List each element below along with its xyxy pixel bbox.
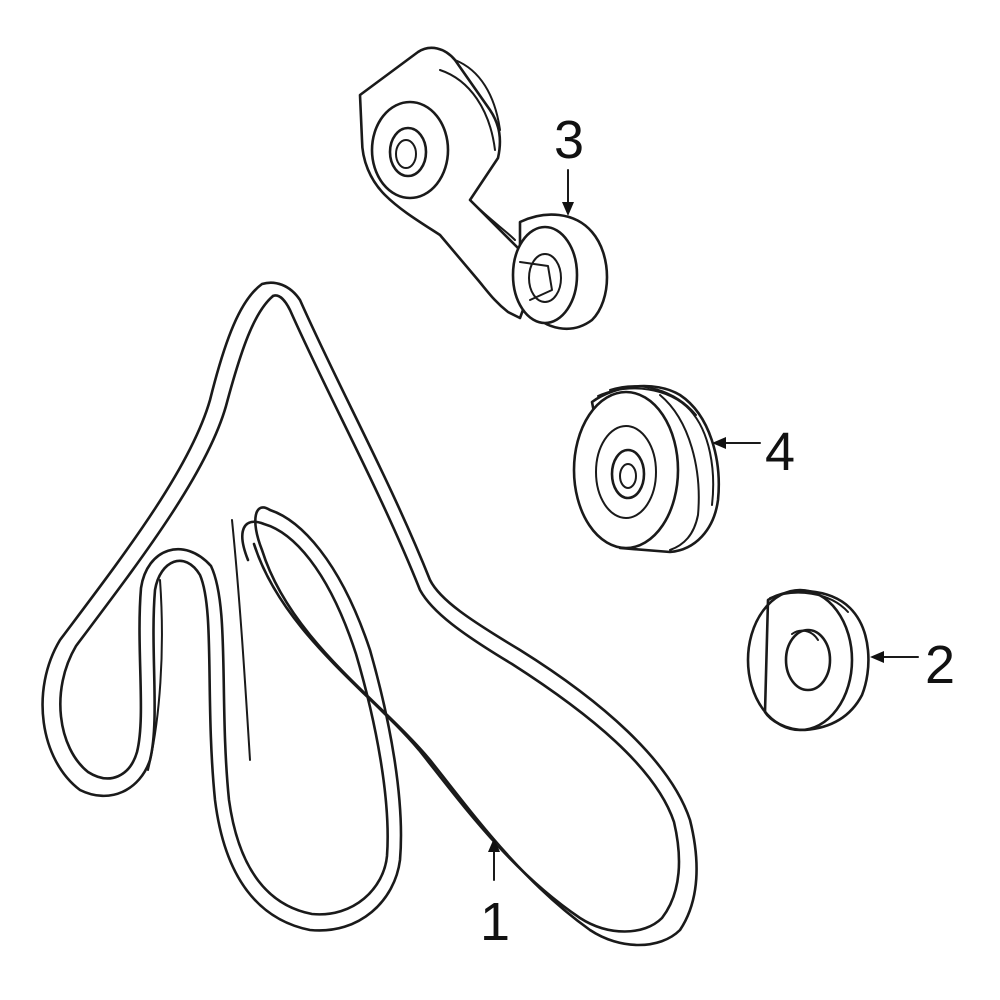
callout-label-1: 1 xyxy=(480,892,510,952)
callout-label-3: 3 xyxy=(554,110,584,170)
callout-arrows xyxy=(488,169,919,881)
callout-label-4: 4 xyxy=(765,422,795,482)
idler-pulley[interactable] xyxy=(572,384,720,554)
highlighted-pulley[interactable] xyxy=(746,588,870,732)
belt-tensioner[interactable] xyxy=(358,46,609,330)
serpentine-belt[interactable] xyxy=(41,281,698,947)
callout-label-2: 2 xyxy=(925,635,955,695)
